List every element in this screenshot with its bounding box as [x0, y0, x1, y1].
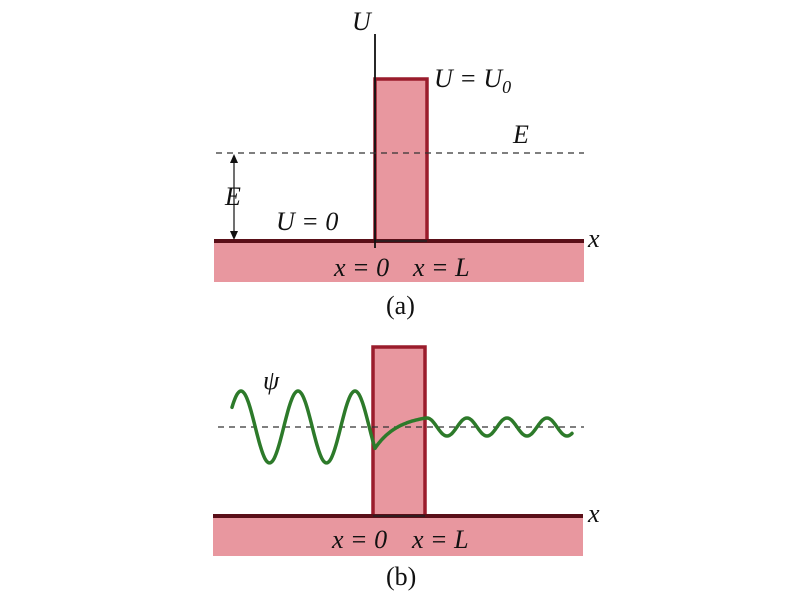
tick-xL-label-a: x = L: [412, 253, 470, 282]
ground-potential-label: U = 0: [276, 207, 338, 236]
tick-x0-label-a: x = 0: [333, 253, 389, 282]
potential-barrier-b: [371, 345, 427, 518]
energy-label-left: E: [224, 182, 241, 211]
tick-x0-label-b: x = 0: [331, 525, 387, 554]
ground-slab-b: [213, 516, 583, 556]
x-axis-label-a: x: [587, 224, 600, 253]
caption-a: (a): [386, 291, 415, 320]
x-axis-label-b: x: [587, 499, 600, 528]
wavefunction-curve: [230, 389, 574, 465]
psi-label: ψ: [263, 366, 280, 395]
energy-arrow: [230, 154, 238, 240]
tick-xL-label-b: x = L: [411, 525, 469, 554]
barrier-height-label: U = U0: [434, 64, 511, 97]
potential-barrier-a: [373, 77, 429, 243]
ground-slab-a: [214, 241, 584, 282]
u-axis-label: U: [352, 7, 373, 36]
energy-label-right: E: [512, 120, 529, 149]
panel-a: U U = U0 E E U = 0 x x = 0 x = L (a): [214, 7, 600, 320]
panel-b: ψ x x = 0 x = L (b): [213, 345, 600, 591]
caption-b: (b): [386, 562, 416, 591]
